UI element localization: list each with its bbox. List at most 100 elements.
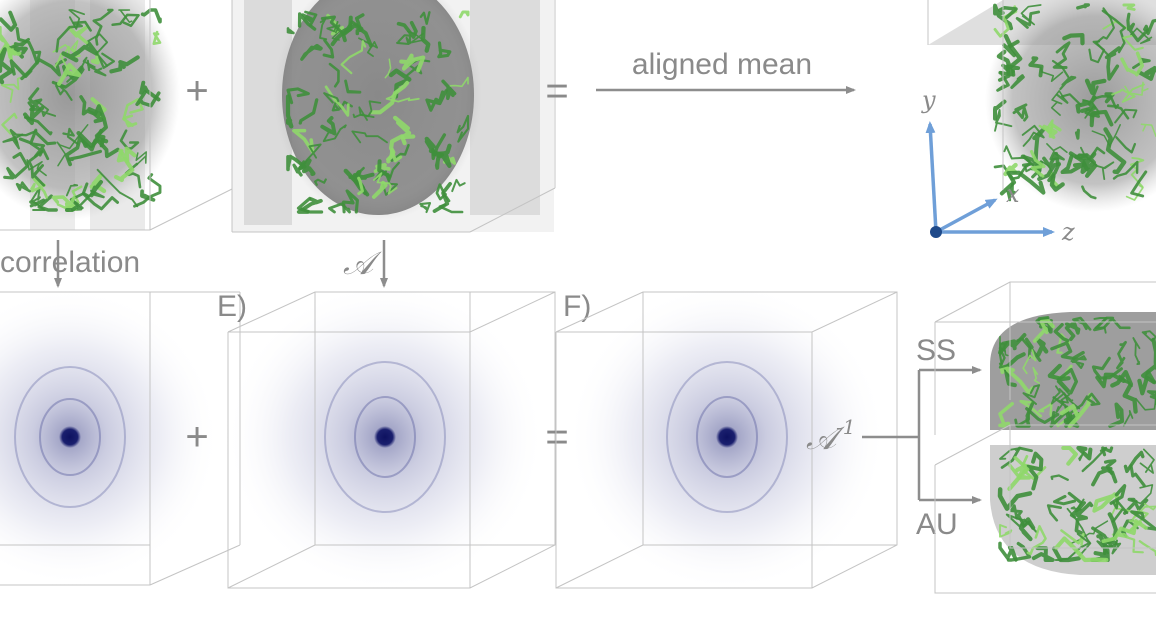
vessel-stroke — [449, 76, 469, 88]
vessel-stroke — [1053, 323, 1070, 343]
vessel-stroke — [286, 154, 307, 172]
vessel-stroke — [1049, 173, 1065, 192]
vessel-stroke — [1122, 3, 1136, 11]
vessel-stroke — [1056, 368, 1078, 395]
vessel-stroke — [1006, 541, 1032, 562]
vessel-stroke — [314, 178, 327, 186]
vessel-stroke — [55, 20, 92, 53]
vessel-stroke — [1130, 510, 1156, 531]
vessel-stroke — [57, 62, 82, 86]
vessel-stroke — [296, 196, 324, 214]
correlation-volume-2 — [225, 282, 556, 592]
vessel-stroke — [1143, 18, 1156, 36]
vessel-stroke — [1140, 123, 1156, 138]
vessel-stroke — [296, 197, 323, 214]
vessel-stroke — [1050, 90, 1065, 116]
vessel-stroke — [328, 62, 340, 88]
vessel-stroke — [458, 10, 470, 19]
vessel-stroke — [1055, 380, 1071, 414]
vessel-stroke — [37, 194, 58, 212]
vessel-stroke — [441, 79, 457, 101]
vessel-stroke — [1110, 369, 1138, 414]
vessel-stroke — [1123, 450, 1145, 474]
vessel-stroke — [1074, 151, 1097, 175]
vessel-stroke — [1141, 330, 1156, 342]
vessel-stroke — [298, 98, 319, 125]
vessel-stroke — [1046, 504, 1062, 522]
vessel-stroke — [0, 76, 21, 103]
vessel-stroke — [456, 114, 470, 143]
vessel-stroke — [1146, 390, 1156, 406]
split-volume-top — [934, 281, 1156, 435]
vessel-stroke — [1002, 39, 1020, 58]
vessel-stroke — [1009, 504, 1031, 528]
vessel-stroke — [386, 147, 403, 163]
branch-label-ss: SS — [916, 334, 956, 367]
vessel-stroke — [1050, 474, 1069, 481]
vessel-stroke — [354, 13, 365, 36]
vessel-stroke — [1078, 451, 1085, 462]
vessel-stroke — [1080, 95, 1097, 113]
vessel-stroke — [133, 173, 162, 208]
vessel-stroke — [1110, 507, 1135, 518]
vessel-stroke — [292, 160, 307, 177]
aligned-mean-label: aligned mean — [632, 48, 812, 81]
vessel-stroke — [385, 85, 420, 103]
vessel-stroke — [1115, 136, 1137, 154]
vessel-stroke — [371, 180, 388, 199]
vessel-stroke — [286, 27, 295, 35]
vessel-stroke — [1038, 119, 1054, 134]
vessel-stroke — [9, 59, 33, 78]
vessel-stroke — [298, 158, 316, 177]
vessel-stroke — [399, 53, 426, 73]
vessel-stroke — [1046, 143, 1068, 154]
vessel-stroke — [1081, 446, 1108, 473]
vessel-stroke — [1129, 156, 1145, 188]
vessel-stroke — [419, 11, 431, 25]
vessel-stroke — [1061, 445, 1078, 466]
bottom-plus-sign: + — [185, 415, 208, 459]
vessel-stroke — [1107, 104, 1130, 120]
vessel-stroke — [26, 159, 47, 177]
vessel-stroke — [1058, 388, 1081, 410]
vessel-stroke — [300, 143, 322, 170]
vessel-stroke — [1067, 491, 1086, 519]
vessel-stroke — [135, 151, 147, 166]
top-plus-sign: + — [185, 69, 208, 113]
vessel-stroke — [322, 124, 347, 143]
vessel-stroke — [1030, 150, 1046, 178]
vessel-stroke — [1015, 10, 1041, 29]
vessel-stroke — [8, 37, 30, 50]
vessel-stroke — [89, 180, 103, 198]
vessel-stroke — [1130, 484, 1154, 505]
vessel-stroke — [431, 143, 452, 168]
vessel-stroke — [94, 104, 108, 148]
vessel-stroke — [1109, 484, 1127, 505]
vessel-stroke — [111, 13, 140, 28]
split-volume-bottom — [934, 424, 1156, 594]
vessel-stroke — [1062, 32, 1085, 46]
branch-connector — [862, 366, 982, 504]
axes-origin — [930, 226, 942, 238]
branch-label-au: AU — [916, 508, 958, 541]
vessel-stroke — [320, 116, 337, 136]
vessel-stroke — [419, 202, 432, 214]
correlation-volume-result — [555, 282, 898, 592]
vessel-stroke — [1130, 27, 1153, 45]
vessel-stroke — [340, 40, 367, 75]
vessel-stroke — [1059, 393, 1093, 429]
vessel-stroke — [1084, 108, 1100, 118]
coordinate-axes: y x z — [921, 86, 1075, 246]
vessel-stroke — [1135, 397, 1156, 411]
vessel-stroke — [1139, 448, 1155, 474]
vessel-stroke — [1054, 536, 1109, 563]
vessel-stroke — [118, 9, 133, 23]
vessel-stroke — [331, 26, 351, 41]
vessel-stroke — [1049, 411, 1069, 428]
vessel-stroke — [1086, 392, 1101, 406]
vessel-stroke — [1003, 162, 1018, 177]
vessel-stroke — [29, 198, 46, 208]
vessel-stroke — [323, 92, 340, 104]
vessel-stroke — [139, 80, 161, 102]
vessel-stroke — [6, 46, 22, 59]
